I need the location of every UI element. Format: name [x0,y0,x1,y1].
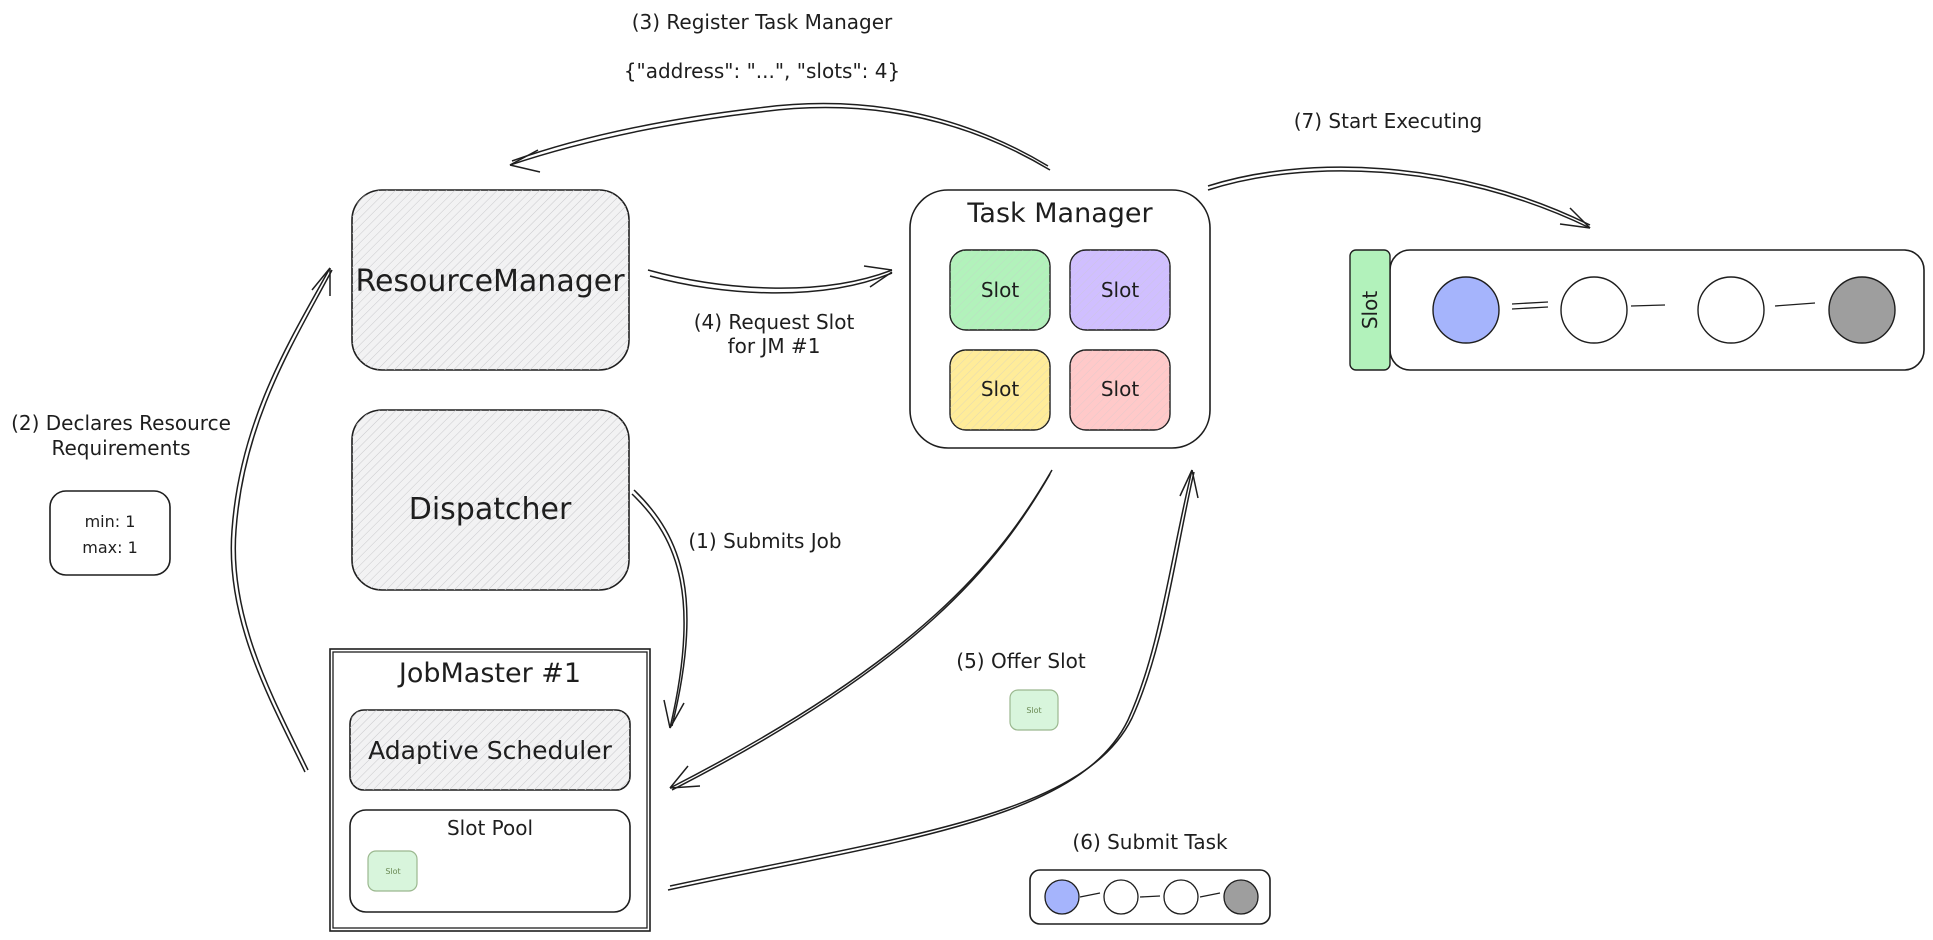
tm-slot-2: Slot [1069,249,1171,331]
task-manager-box: Task Manager Slot Slot Slot Slot [909,189,1211,449]
start-executing-arrow [1207,166,1591,229]
tm-slot-4: Slot [1069,349,1171,431]
resource-manager-label: ResourceManager [355,264,625,299]
declare-requirements-label-1: (2) Declares Resource [11,411,231,435]
adaptive-scheduler-box: Adaptive Scheduler [349,709,631,791]
slot-pool-box: Slot Pool Slot [349,809,631,913]
register-payload-label: {"address": "...", "slots": 4} [624,59,900,83]
tm-slot-2-label: Slot [1101,278,1139,302]
tm-slot-1-label: Slot [981,278,1019,302]
slot-pool-label: Slot Pool [447,816,533,840]
slot-pool-slot-label: Slot [385,867,400,876]
offered-slot-label: Slot [1026,706,1041,715]
task-node-2 [1103,879,1139,915]
tm-slot-3: Slot [949,349,1051,431]
executing-slot-label: Slot [1358,291,1382,329]
pipeline-node-source [1432,276,1500,344]
adaptive-scheduler-label: Adaptive Scheduler [368,736,612,765]
slot-pool-slot: Slot [367,850,418,892]
declare-requirements-arrow [230,267,333,773]
submitted-task-chain [1029,869,1271,925]
tm-slot-4-label: Slot [1101,377,1139,401]
task-manager-label: Task Manager [966,198,1153,229]
offer-slot-arrow [669,469,1053,791]
declare-requirements-label-2: Requirements [51,436,190,460]
dispatcher-box: Dispatcher [351,409,630,591]
pipeline-node-2 [1560,276,1628,344]
task-node-3 [1163,879,1199,915]
submit-job-label: (1) Submits Job [688,529,841,553]
tm-slot-1: Slot [949,249,1051,331]
offer-slot-label: (5) Offer Slot [956,649,1086,673]
request-slot-arrow [647,265,893,294]
requirements-max: max: 1 [82,538,138,557]
start-executing-label: (7) Start Executing [1294,109,1483,133]
submit-task-label: (6) Submit Task [1072,830,1228,854]
dispatcher-label: Dispatcher [409,492,572,527]
pipeline-node-3 [1697,276,1765,344]
submit-job-arrow [631,489,688,729]
pipeline-node-sink [1828,276,1896,344]
register-tm-label: (3) Register Task Manager [632,10,893,34]
requirements-box: min: 1 max: 1 [49,490,171,576]
submit-task-arrow [667,469,1199,891]
task-node-sink [1223,879,1259,915]
register-tm-arrow [509,102,1051,173]
request-slot-label-1: (4) Request Slot [694,310,855,334]
tm-slot-3-label: Slot [981,377,1019,401]
resource-manager-box: ResourceManager [351,189,630,371]
requirements-min: min: 1 [85,512,136,531]
executing-slot: Slot [1349,249,1391,371]
request-slot-label-2: for JM #1 [728,334,821,358]
executing-pipeline: Slot [1349,249,1925,371]
job-master-label: JobMaster #1 [397,658,581,689]
task-node-source [1044,879,1080,915]
offered-slot: Slot [1009,689,1059,731]
job-master-box: JobMaster #1 Adaptive Scheduler Slot Poo… [329,648,651,932]
